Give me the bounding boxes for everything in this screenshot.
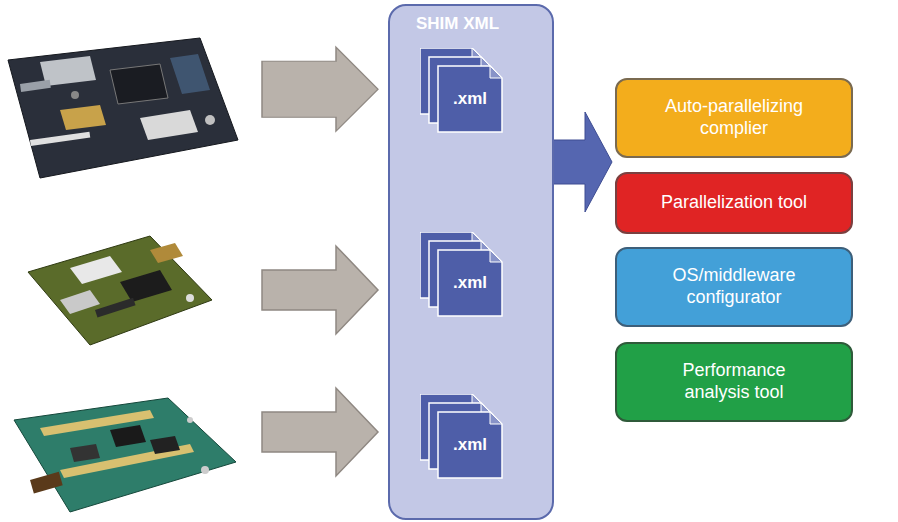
panel-title: SHIM XML — [390, 6, 552, 34]
tool-box: Parallelization tool — [615, 172, 853, 234]
board-photo — [8, 38, 238, 178]
file-label: .xml — [438, 250, 502, 316]
xml-document: .xml — [420, 48, 504, 134]
tool-label: Parallelization tool — [661, 192, 807, 214]
board-photo — [14, 398, 236, 512]
file-label: .xml — [438, 66, 502, 132]
xml-panel: SHIM XML .xml .xml .xml — [388, 4, 554, 520]
xml-document: .xml — [420, 394, 504, 480]
tool-box: Auto-parallelizing complier — [615, 78, 853, 158]
tool-label: Auto-parallelizing complier — [634, 96, 834, 139]
tool-label: OS/middleware configurator — [634, 265, 834, 308]
block-arrow — [262, 47, 378, 476]
tool-label: Performance analysis tool — [659, 360, 809, 403]
board-photo — [28, 236, 212, 345]
tool-box: OS/middleware configurator — [615, 247, 853, 327]
xml-document: .xml — [420, 232, 504, 318]
file-label: .xml — [438, 412, 502, 478]
tool-box: Performance analysis tool — [615, 342, 853, 422]
block-arrow — [553, 112, 612, 212]
